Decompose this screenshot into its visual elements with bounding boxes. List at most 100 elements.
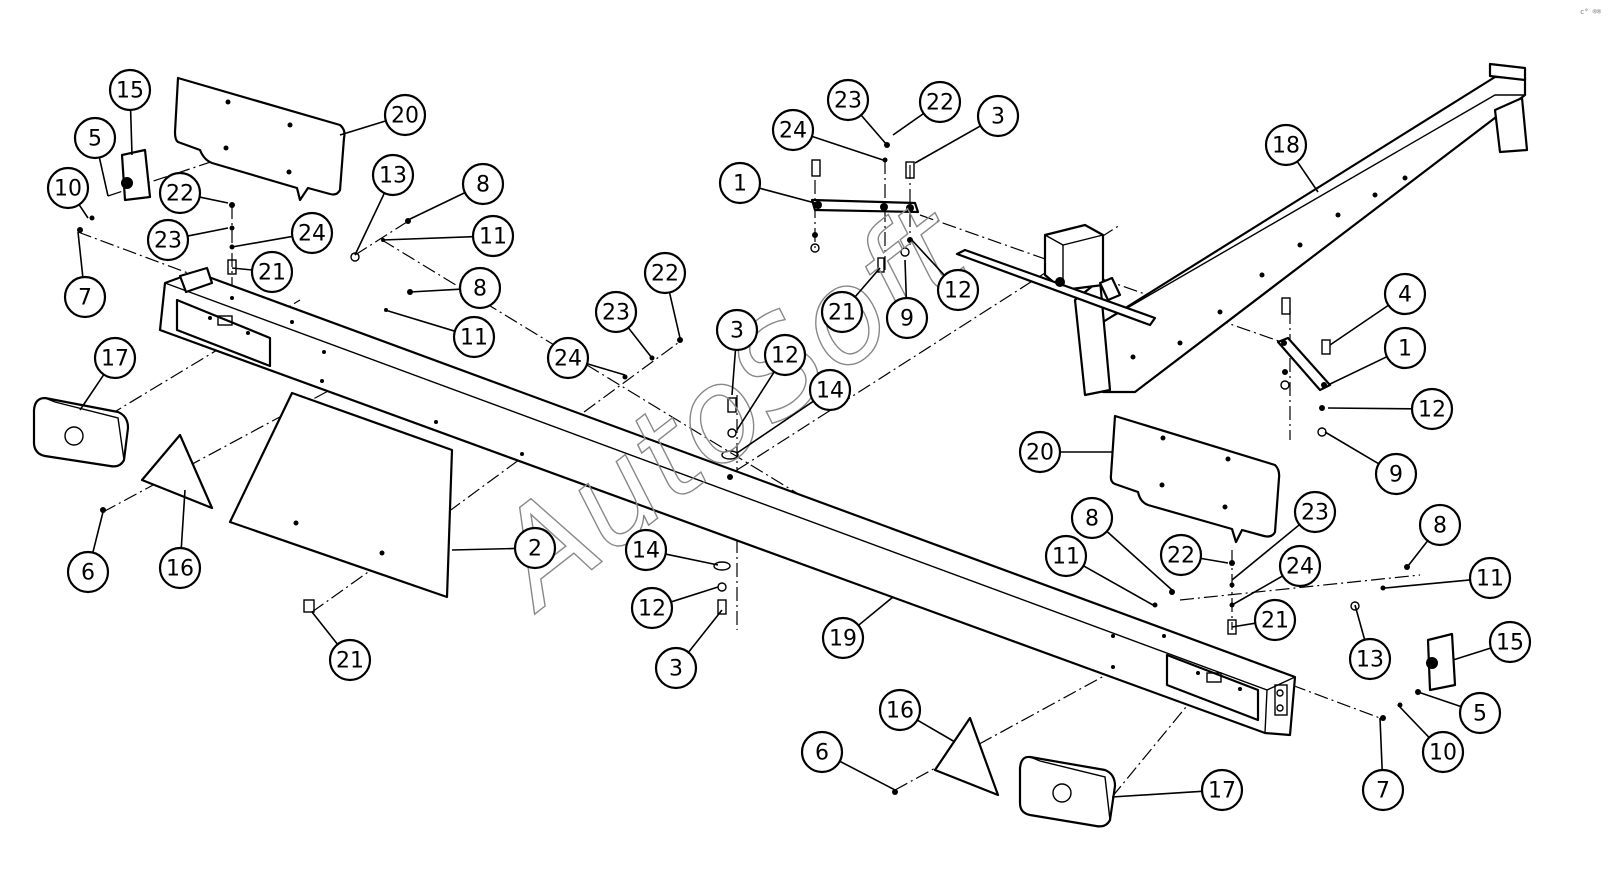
callout-circle <box>936 268 980 312</box>
callout-leader-10 <box>78 204 89 219</box>
callout-24: 24 <box>771 108 815 152</box>
callout-leader-1 <box>759 187 816 204</box>
callout-number: 21 <box>1261 609 1289 634</box>
callout-5: 5 <box>73 116 117 160</box>
callout-leader-6 <box>839 760 896 791</box>
callout-3: 3 <box>654 646 698 690</box>
callout-leader-6 <box>92 511 104 553</box>
callout-circle <box>718 161 762 205</box>
callout-leader-5 <box>1417 691 1462 708</box>
callout-number: 22 <box>651 262 679 287</box>
callout-number: 24 <box>554 347 582 372</box>
callout-number: 3 <box>669 657 683 682</box>
callout-number: 8 <box>1433 514 1447 539</box>
callout-leader-23 <box>1231 524 1301 581</box>
callout-circle <box>918 80 962 124</box>
callout-circle <box>1018 430 1062 474</box>
corner-mark: c° ®® <box>1580 8 1602 16</box>
callout-5: 5 <box>1458 691 1502 735</box>
callout-leader-11 <box>384 309 456 332</box>
callout-circle <box>1383 272 1427 316</box>
callout-number: 24 <box>1286 555 1314 580</box>
callout-leader-23 <box>860 114 888 146</box>
callout-circle <box>66 550 110 594</box>
callout-leader-5 <box>98 157 109 197</box>
callout-number: 22 <box>166 182 194 207</box>
callout-number: 11 <box>1476 567 1504 592</box>
callout-number: 18 <box>1272 134 1300 159</box>
callout-leader-17 <box>1111 790 1203 798</box>
callout-circle <box>1383 326 1427 370</box>
callout-leader-24 <box>586 362 626 376</box>
callout-13: 13 <box>371 153 415 197</box>
callout-circle <box>1361 768 1405 812</box>
callout-23: 23 <box>826 78 870 122</box>
marker-lamp-left <box>120 148 152 202</box>
callout-number: 10 <box>1429 741 1457 766</box>
callout-17: 17 <box>1200 768 1244 812</box>
callout-circle <box>371 153 415 197</box>
callout-number: 11 <box>479 225 507 250</box>
callout-leader-11 <box>1083 565 1154 606</box>
callout-8: 8 <box>461 162 505 206</box>
callout-circle <box>471 214 515 258</box>
callout-number: 7 <box>78 286 92 311</box>
callout-leader-21 <box>1231 622 1256 628</box>
callout-number: 21 <box>258 261 286 286</box>
drawbar-frame <box>955 62 1529 397</box>
callout-19: 19 <box>821 616 865 660</box>
callout-15: 15 <box>1488 620 1532 664</box>
callout-number: 5 <box>1473 702 1487 727</box>
callout-number: 11 <box>460 326 488 351</box>
callout-circle <box>1458 691 1502 735</box>
callout-8: 8 <box>1070 496 1114 540</box>
callout-24: 24 <box>546 336 590 380</box>
callout-circle <box>1264 123 1308 167</box>
callout-13: 13 <box>1348 637 1392 681</box>
callout-number: 13 <box>379 164 407 189</box>
callout-number: 23 <box>602 301 630 326</box>
callout-number: 19 <box>829 627 857 652</box>
callout-12: 12 <box>630 586 674 630</box>
callout-10: 10 <box>1421 730 1465 774</box>
callout-23: 23 <box>146 218 190 262</box>
callout-22: 22 <box>1159 533 1203 577</box>
callout-number: 12 <box>771 344 799 369</box>
callout-circle <box>546 336 590 380</box>
callout-number: 20 <box>391 104 419 129</box>
callout-number: 12 <box>1418 398 1446 423</box>
callout-number: 12 <box>638 597 666 622</box>
callout-22: 22 <box>158 171 202 215</box>
callout-number: 14 <box>632 539 660 564</box>
callout-leader-24 <box>1231 575 1284 606</box>
license-plate <box>228 391 454 599</box>
callout-circle <box>1293 490 1337 534</box>
callout-leader-12 <box>736 371 775 431</box>
callout-circle <box>808 368 852 412</box>
callout-22: 22 <box>918 80 962 124</box>
callout-leader-12 <box>1327 407 1413 410</box>
callout-leader-11 <box>1384 579 1471 589</box>
callout-21: 21 <box>250 250 294 294</box>
callout-8: 8 <box>1418 503 1462 547</box>
callout-number: 10 <box>54 177 82 202</box>
callout-leader-19 <box>857 596 894 626</box>
callout-3: 3 <box>976 94 1020 138</box>
callout-circle <box>1418 503 1462 547</box>
plate-bracket-left <box>173 76 346 202</box>
callout-circle <box>108 68 152 112</box>
callout-6: 6 <box>800 730 844 774</box>
callout-number: 12 <box>944 279 972 304</box>
callout-leader-17 <box>79 374 105 411</box>
callout-leader-14 <box>665 553 719 566</box>
callout-23: 23 <box>594 290 638 334</box>
callout-leader-13 <box>354 192 386 256</box>
tail-lamp-right <box>1018 755 1117 828</box>
callout-leader-16 <box>916 719 956 743</box>
callout-number: 23 <box>1301 501 1329 526</box>
callout-11: 11 <box>471 214 515 258</box>
callout-number: 20 <box>1026 441 1054 466</box>
callout-circle <box>63 275 107 319</box>
callout-3: 3 <box>715 308 759 352</box>
